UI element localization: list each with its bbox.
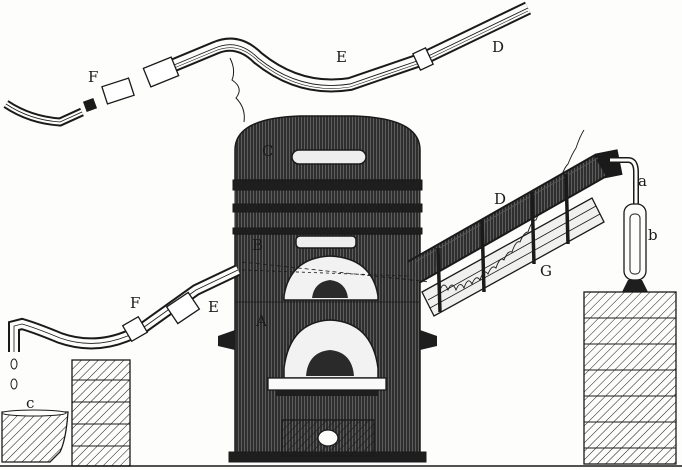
right-brick-pier (583, 291, 677, 465)
label-E-left: E (208, 298, 219, 316)
furnace (218, 115, 437, 463)
collecting-tube (622, 203, 648, 292)
drop-icon (10, 358, 18, 370)
left-brick-pier (71, 359, 131, 467)
label-C: C (262, 142, 273, 160)
label-D-right: D (494, 190, 506, 208)
inclined-retort (407, 129, 639, 317)
receiver-vessel-c (1, 409, 69, 463)
label-F-left: F (130, 294, 140, 312)
label-c: c (26, 394, 34, 412)
label-b: b (648, 226, 658, 244)
label-B: B (252, 236, 263, 254)
label-A: A (255, 312, 267, 330)
left-outlet-pipe (8, 264, 241, 352)
label-D-top: D (492, 38, 504, 56)
label-F-top: F (88, 68, 98, 86)
label-G: G (540, 262, 552, 280)
label-E-top: E (336, 48, 347, 66)
label-a: a (638, 172, 647, 190)
drop-icon (10, 378, 18, 390)
top-condenser-tube (3, 1, 532, 127)
